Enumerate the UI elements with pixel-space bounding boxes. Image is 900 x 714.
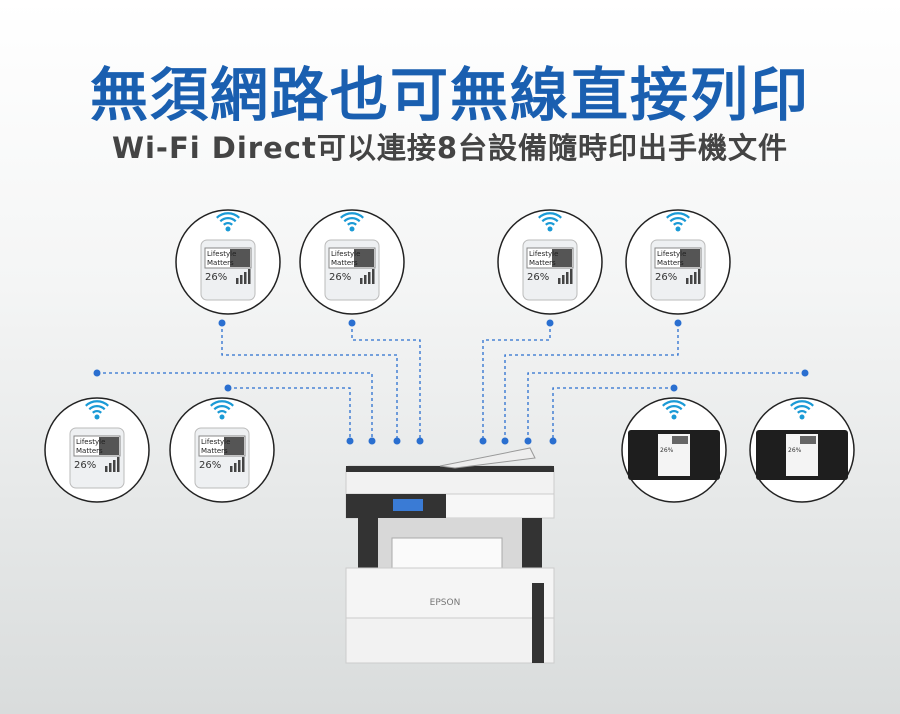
screen-headline: Lifestyle (529, 250, 558, 258)
connection-dot (218, 319, 226, 327)
connection-line (351, 323, 421, 441)
screen-headline: Matters (529, 259, 556, 267)
connection-line (552, 387, 674, 441)
connection-line (504, 323, 679, 441)
connection-line (527, 372, 805, 441)
connection-dot (93, 369, 101, 377)
printer-port-dot (393, 437, 401, 445)
connection-line (228, 387, 351, 441)
tablet-device-node: 26% (621, 397, 727, 503)
connection-dot (670, 384, 678, 392)
printer-port-dot (479, 437, 487, 445)
wifi-icon (340, 212, 364, 232)
connection-dot (348, 319, 356, 327)
screen-headline: Matters (657, 259, 684, 267)
screen-headline: Lifestyle (657, 250, 686, 258)
connection-lines (93, 319, 809, 445)
connection-line (97, 372, 373, 441)
connection-dot (801, 369, 809, 377)
connection-dot (224, 384, 232, 392)
printer-port-dot (524, 437, 532, 445)
screen-headline: Matters (76, 447, 103, 455)
connection-line (482, 323, 551, 441)
wifi-icon (666, 212, 690, 232)
wifi-icon (662, 400, 686, 420)
screen-headline: Matters (207, 259, 234, 267)
page-subtitle: Wi-Fi Direct可以連接8台設備隨時印出手機文件 (111, 131, 789, 165)
connection-dot (674, 319, 682, 327)
screen-headline: Lifestyle (207, 250, 236, 258)
printer-port-dot (501, 437, 509, 445)
wifi-icon (790, 400, 814, 420)
page-title: 無須網路也可無線直接列印 (89, 61, 810, 129)
screen-stat: 26% (74, 460, 96, 471)
wifi-icon (210, 400, 234, 420)
printer-port-dot (368, 437, 376, 445)
printer-port-dot (416, 437, 424, 445)
screen-stat: 26% (329, 272, 351, 283)
screen-stat: 26% (655, 272, 677, 283)
screen-headline: Lifestyle (331, 250, 360, 258)
screen-headline: Matters (201, 447, 228, 455)
screen-stat: 26% (660, 447, 674, 454)
wifi-icon (216, 212, 240, 232)
connection-dot (546, 319, 554, 327)
printer-port-dot (549, 437, 557, 445)
wifi-icon (538, 212, 562, 232)
screen-stat: 26% (205, 272, 227, 283)
printer: EPSON (345, 447, 555, 664)
devices: LifestyleMatters26%LifestyleMatters26%Li… (44, 209, 855, 503)
printer-port-dot (346, 437, 354, 445)
wifi-icon (85, 400, 109, 420)
screen-headline: Matters (331, 259, 358, 267)
screen-stat: 26% (527, 272, 549, 283)
screen-headline: Lifestyle (76, 438, 105, 446)
screen-stat: 26% (788, 447, 802, 454)
printer-brand: EPSON (430, 598, 461, 608)
tablet-device-node: 26% (749, 397, 855, 503)
screen-stat: 26% (199, 460, 221, 471)
screen-headline: Lifestyle (201, 438, 230, 446)
